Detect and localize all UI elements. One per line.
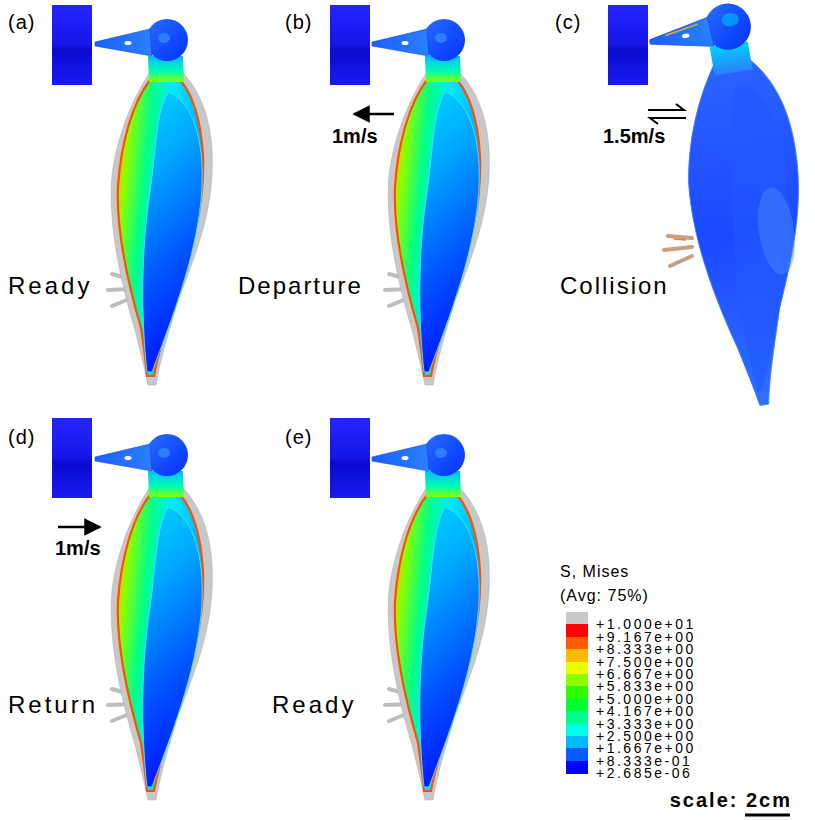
woodpecker-model	[95, 434, 212, 800]
phase-label: Ready	[272, 691, 356, 720]
woodpecker-model	[646, 0, 815, 413]
motion-arrow	[354, 113, 394, 116]
scale-bar	[745, 814, 790, 817]
legend-swatch	[566, 637, 588, 650]
rigid-block	[330, 418, 370, 498]
phase-label: Collision	[560, 272, 669, 301]
legend-swatch	[566, 612, 588, 625]
woodpecker-model	[372, 434, 489, 800]
rigid-block	[52, 418, 92, 498]
woodpecker-model	[372, 19, 489, 385]
rigid-block	[330, 5, 370, 85]
panel-letter: (e)	[285, 425, 312, 449]
motion-arrow	[650, 118, 686, 124]
motion-arrow	[58, 526, 100, 529]
motion-arrow	[648, 104, 684, 110]
legend-swatch	[566, 624, 588, 637]
legend-swatch	[566, 761, 588, 774]
legend-swatch	[566, 711, 588, 724]
legend-swatch	[566, 662, 588, 675]
velocity-label: 1m/s	[332, 124, 378, 148]
phase-label: Return	[8, 691, 98, 720]
velocity-label: 1m/s	[55, 536, 101, 560]
legend-subtitle: (Avg: 75%)	[560, 586, 649, 605]
velocity-label: 1.5m/s	[603, 124, 665, 148]
panel-letter: (b)	[285, 10, 312, 34]
legend-swatch	[566, 736, 588, 749]
scale-label: scale: 2cm	[670, 788, 792, 812]
legend-swatch	[566, 748, 588, 761]
legend-swatch	[566, 649, 588, 662]
legend-swatch	[566, 686, 588, 699]
phase-label: Ready	[8, 272, 92, 301]
rigid-block	[52, 5, 92, 85]
rigid-block	[608, 5, 648, 85]
legend-swatch	[566, 699, 588, 712]
legend-value: +2.685e-06	[596, 766, 692, 780]
legend-swatch	[566, 674, 588, 687]
panel-letter: (c)	[555, 10, 581, 34]
panel-letter: (d)	[8, 425, 35, 449]
phase-label: Departure	[238, 272, 363, 301]
panel-letter: (a)	[8, 10, 35, 34]
legend-title: S, Mises	[560, 562, 629, 581]
woodpecker-model	[95, 19, 212, 385]
legend-swatch	[566, 724, 588, 737]
